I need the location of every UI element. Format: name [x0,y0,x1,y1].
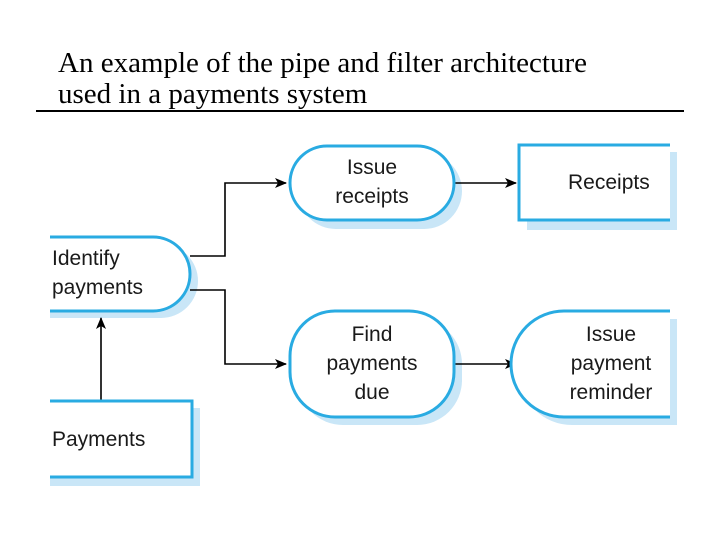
pipe-identify-to-receipts [190,178,287,257]
node-issue-payment-reminder-line2: payment [571,352,652,375]
pipe-identify-to-find-due [190,289,287,369]
title-line-1: An example of the pipe and filter archit… [58,47,588,79]
title-line-2: used in a payments system [58,78,368,110]
node-issue-payment-reminder-line3: reminder [570,381,653,404]
node-identify-payments-line2: payments [52,276,143,299]
pipes [96,178,517,400]
node-issue-payment-reminder: Issue payment reminder [509,309,670,419]
node-payments: Payments [50,399,194,479]
node-identify-payments: Identify payments [50,235,192,313]
node-find-payments-due-line1: Find [352,323,393,346]
node-issue-receipts: Issue receipts [288,144,456,222]
node-receipts-label: Receipts [568,171,650,194]
node-issue-payment-reminder-line1: Issue [586,323,636,346]
node-find-payments-due-line3: due [354,381,389,404]
page-title: An example of the pipe and filter archit… [58,48,587,110]
title-underline [36,110,684,112]
node-issue-receipts-line2: receipts [335,185,409,208]
node-find-payments-due: Find payments due [288,309,456,419]
node-issue-receipts-line1: Issue [347,156,397,179]
node-receipts: Receipts [517,143,670,222]
node-find-payments-due-line2: payments [326,352,417,375]
node-payments-label: Payments [52,428,145,451]
node-identify-payments-line1: Identify [52,247,120,270]
